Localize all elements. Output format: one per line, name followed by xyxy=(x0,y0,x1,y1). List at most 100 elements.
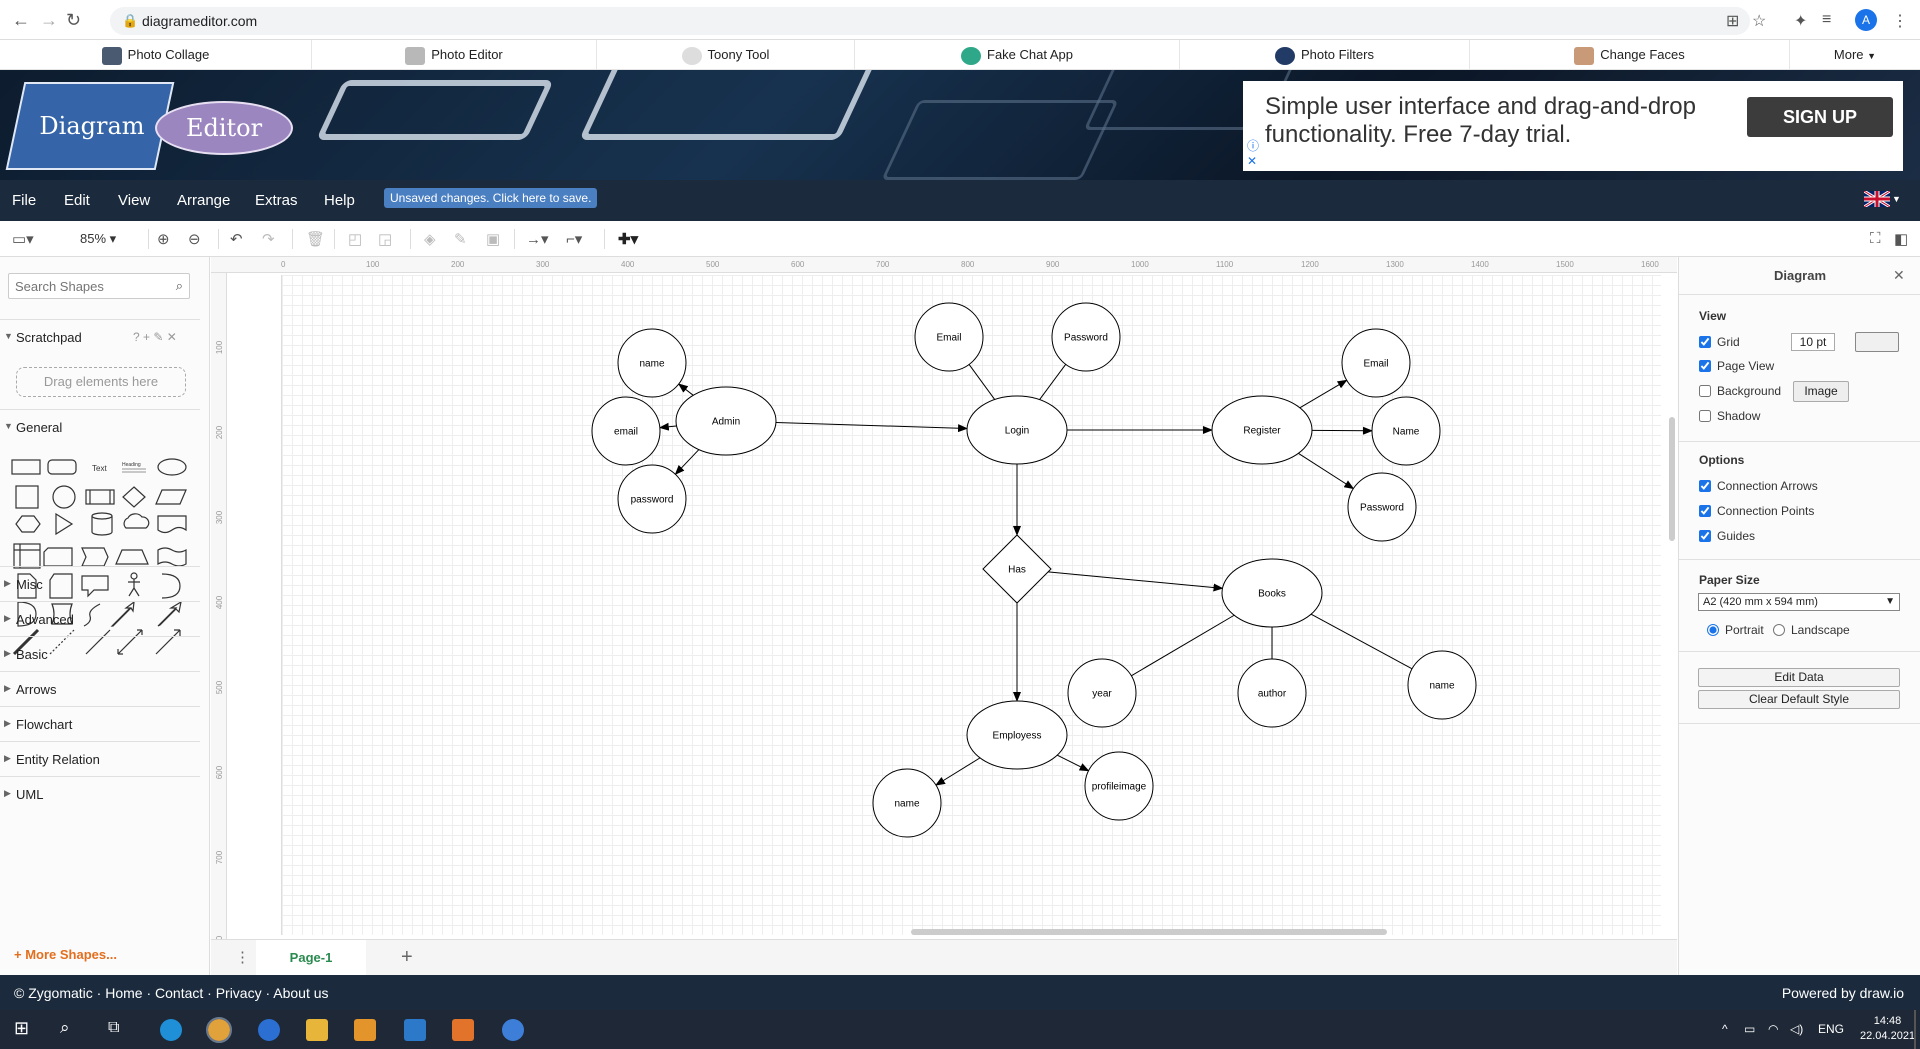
menu-view[interactable]: View xyxy=(118,192,151,209)
section-general[interactable]: ▼ General xyxy=(0,409,200,444)
insert-icon[interactable]: ✚▾ xyxy=(618,231,639,248)
edge-admin-password1[interactable] xyxy=(674,449,700,476)
shape-triangle[interactable] xyxy=(55,512,74,536)
node-register[interactable]: Register xyxy=(1211,395,1313,465)
advertisement[interactable]: Simple user interface and drag-and-drop … xyxy=(1243,81,1903,171)
connection-points-checkbox[interactable] xyxy=(1699,505,1711,517)
shape-internal-storage[interactable] xyxy=(13,543,41,569)
vertical-scrollbar[interactable] xyxy=(1669,417,1675,541)
link-fake-chat-app[interactable]: Fake Chat App xyxy=(855,40,1180,70)
portrait-option[interactable]: Portrait xyxy=(1707,623,1764,637)
language-indicator[interactable]: ENG xyxy=(1818,1022,1845,1036)
chrome-icon[interactable] xyxy=(206,1017,232,1043)
edge-admin-login[interactable] xyxy=(775,422,969,433)
edge-books-name3[interactable] xyxy=(1310,613,1413,670)
unsaved-changes-button[interactable]: Unsaved changes. Click here to save. xyxy=(384,188,598,208)
vscode-icon[interactable] xyxy=(404,1019,426,1041)
shape-card[interactable] xyxy=(49,573,73,599)
shape-circle[interactable] xyxy=(52,485,76,509)
grid-option[interactable]: Grid xyxy=(1699,335,1740,349)
edge-books-year[interactable] xyxy=(1131,614,1235,677)
tab-page-1[interactable]: Page-1 xyxy=(256,940,366,976)
guides-checkbox[interactable] xyxy=(1699,530,1711,542)
to-front-icon[interactable]: ◰ xyxy=(348,231,363,248)
line-color-icon[interactable]: ✎ xyxy=(454,231,467,248)
search-icon[interactable]: ⌕ xyxy=(175,278,183,293)
section-arrows[interactable]: ▶Arrows xyxy=(0,671,200,706)
shadow-icon[interactable]: ▣ xyxy=(486,231,501,248)
edge-register-password3[interactable] xyxy=(1298,452,1355,490)
shape-bidirectional-connector[interactable] xyxy=(117,629,143,655)
edge-has-books[interactable] xyxy=(1048,571,1224,592)
node-password1[interactable]: password xyxy=(617,464,687,534)
logo-editor[interactable]: Editor xyxy=(155,101,293,155)
shape-hexagon[interactable] xyxy=(15,515,41,533)
shape-thick-line[interactable] xyxy=(12,628,40,656)
edge-register-email3[interactable] xyxy=(1299,379,1348,409)
grid-color-button[interactable] xyxy=(1855,332,1899,352)
shadow-option[interactable]: Shadow xyxy=(1699,409,1760,423)
edge-admin-email1[interactable] xyxy=(658,422,677,431)
node-admin[interactable]: Admin xyxy=(675,386,777,456)
section-basic[interactable]: ▶Basic xyxy=(0,636,200,671)
shape-process[interactable] xyxy=(85,489,115,505)
link-more[interactable]: More ▼ xyxy=(1790,40,1920,70)
landscape-radio[interactable] xyxy=(1773,624,1785,636)
volume-icon[interactable]: ◁) xyxy=(1790,1022,1804,1036)
zoom-level[interactable]: 85% ▾ xyxy=(80,231,117,246)
edge-login-email2[interactable] xyxy=(968,364,996,400)
bookmark-star-icon[interactable]: ☆ xyxy=(1752,13,1767,30)
node-year[interactable]: year xyxy=(1067,658,1137,728)
tray-arrow-icon[interactable]: ^ xyxy=(1722,1022,1728,1036)
image-button[interactable]: Image xyxy=(1793,381,1849,402)
shape-line[interactable] xyxy=(85,629,111,655)
page-view-option[interactable]: Page View xyxy=(1699,359,1774,373)
shape-cloud[interactable] xyxy=(123,513,150,529)
grid-size-input[interactable]: 10 pt xyxy=(1791,333,1835,351)
link-change-faces[interactable]: Change Faces xyxy=(1470,40,1790,70)
translate-icon[interactable]: ⊞ xyxy=(1726,13,1740,30)
link-photo-collage[interactable]: Photo Collage xyxy=(0,40,312,70)
edge-employess-profileimage[interactable] xyxy=(1057,754,1090,772)
language-dropdown-icon[interactable]: ▼ xyxy=(1892,194,1901,204)
zoom-out-icon[interactable]: ⊖ xyxy=(188,231,201,248)
shape-cylinder[interactable] xyxy=(91,512,113,536)
xampp-icon[interactable] xyxy=(452,1019,474,1041)
add-page-icon[interactable]: + xyxy=(401,946,413,968)
portrait-radio[interactable] xyxy=(1707,624,1719,636)
node-email3[interactable]: Email xyxy=(1341,328,1411,398)
shape-cube[interactable] xyxy=(43,547,73,567)
section-flowchart[interactable]: ▶Flowchart xyxy=(0,706,200,741)
reading-list-icon[interactable]: ≡ xyxy=(1822,11,1832,28)
node-name1[interactable]: name xyxy=(617,328,687,398)
more-shapes-button[interactable]: + More Shapes... xyxy=(14,947,117,962)
address-bar[interactable]: 🔒 diagrameditor.com xyxy=(110,7,1750,35)
node-email1[interactable]: email xyxy=(591,396,661,466)
shape-or[interactable] xyxy=(161,573,181,599)
shape-step[interactable] xyxy=(81,547,109,567)
clear-default-style-button[interactable]: Clear Default Style xyxy=(1698,690,1900,709)
link-photo-filters[interactable]: Photo Filters xyxy=(1180,40,1470,70)
fill-color-icon[interactable]: ◈ xyxy=(424,231,436,248)
edge-icon[interactable] xyxy=(160,1019,182,1041)
horizontal-scrollbar[interactable] xyxy=(911,929,1387,935)
edge-employess-name4[interactable] xyxy=(935,757,981,786)
powered-by[interactable]: Powered by draw.io xyxy=(1781,985,1904,1001)
section-uml[interactable]: ▶UML xyxy=(0,776,200,811)
app-icon[interactable] xyxy=(502,1019,524,1041)
shape-note[interactable] xyxy=(17,573,37,599)
extensions-icon[interactable]: ✦ xyxy=(1794,13,1808,30)
landscape-option[interactable]: Landscape xyxy=(1773,623,1850,637)
shape-bidirectional-arrow[interactable] xyxy=(110,600,135,627)
shape-heading[interactable]: Heading xyxy=(122,462,141,468)
redo-icon[interactable]: ↷ xyxy=(262,231,275,248)
shape-callout[interactable] xyxy=(81,575,109,598)
section-scratchpad[interactable]: ▼ Scratchpad ? + ✎ ✕ xyxy=(0,319,200,354)
shape-delay[interactable] xyxy=(17,601,37,627)
signup-button[interactable]: SIGN UP xyxy=(1747,97,1893,137)
shape-ellipse[interactable] xyxy=(157,458,187,476)
menu-file[interactable]: File xyxy=(12,192,37,209)
menu-help[interactable]: Help xyxy=(324,192,355,209)
paper-size-select[interactable]: A2 (420 mm x 594 mm)▼ xyxy=(1698,593,1900,611)
scratchpad-drop-zone[interactable]: Drag elements here xyxy=(16,367,186,397)
